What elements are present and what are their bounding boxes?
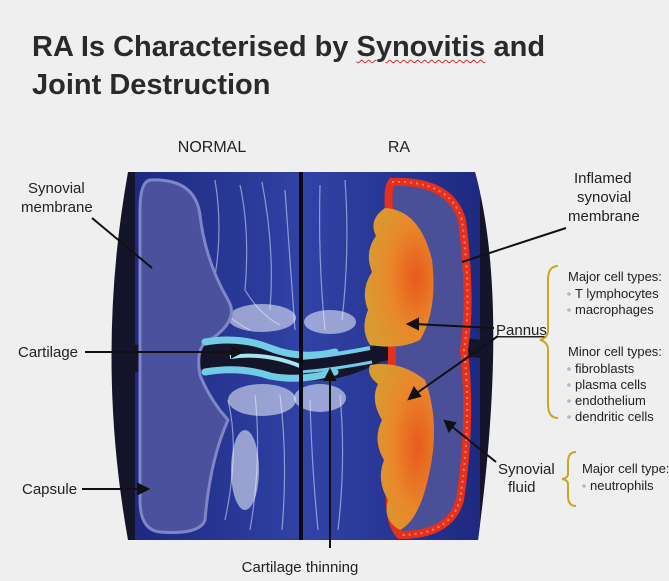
major-cell-item-1: T lymphocytes <box>575 286 659 301</box>
normal-header: NORMAL <box>178 139 247 156</box>
minor-cell-item-2: plasma cells <box>575 377 647 392</box>
label-synovial-fluid-2: fluid <box>508 479 536 496</box>
minor-cell-item-4: dendritic cells <box>575 409 654 424</box>
label-capsule: Capsule <box>22 481 77 498</box>
label-inflamed-1: Inflamed <box>574 170 632 187</box>
bullet-icon <box>582 484 586 488</box>
label-synovial-fluid-1: Synovial <box>498 461 555 478</box>
pannus-cells-bracket <box>540 266 558 418</box>
minor-cell-item-3: endothelium <box>575 393 646 408</box>
major-cell-item-2: macrophages <box>575 302 654 317</box>
label-synovial-membrane-2: membrane <box>21 199 93 216</box>
label-cartilage: Cartilage <box>18 344 78 361</box>
bullet-icon <box>567 399 571 403</box>
minor-cell-item-1: fibroblasts <box>575 361 635 376</box>
bullet-icon <box>567 415 571 419</box>
label-pannus: Pannus <box>496 322 547 339</box>
bullet-icon <box>567 292 571 296</box>
label-inflamed-2: synovial <box>577 189 631 206</box>
fluid-cell-type-heading: Major cell type: <box>582 461 669 476</box>
bullet-icon <box>567 383 571 387</box>
fluid-cell-item-1: neutrophils <box>590 478 654 493</box>
label-inflamed-3: membrane <box>568 208 640 225</box>
label-cartilage-thinning: Cartilage thinning <box>242 559 359 576</box>
bullet-icon <box>567 308 571 312</box>
label-synovial-membrane-1: Synovial <box>28 180 85 197</box>
minor-cell-types-heading: Minor cell types: <box>568 344 662 359</box>
fluid-cells-bracket <box>562 452 576 506</box>
major-cell-types-heading: Major cell types: <box>568 269 662 284</box>
ra-header: RA <box>388 139 411 156</box>
bullet-icon <box>567 367 571 371</box>
